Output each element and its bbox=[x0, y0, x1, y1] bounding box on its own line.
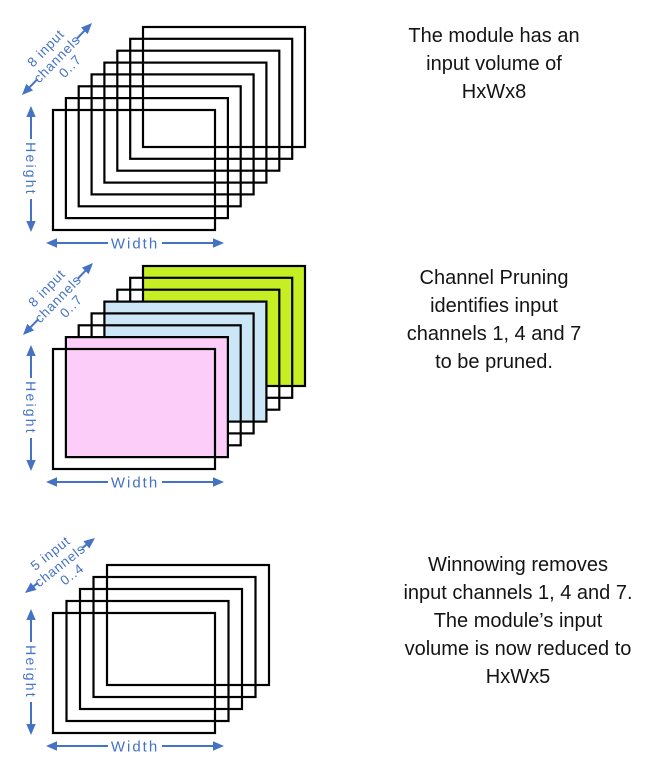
arrowhead bbox=[26, 609, 36, 620]
width-arrow bbox=[46, 238, 224, 248]
channel-4-rect bbox=[105, 563, 271, 687]
arrow-line bbox=[75, 28, 87, 40]
caption-line: identifies input bbox=[430, 295, 558, 317]
arrowhead bbox=[26, 724, 36, 735]
channel-4-rect bbox=[103, 61, 268, 184]
channels-axis-arrow bbox=[22, 23, 92, 95]
channel-3-rect bbox=[92, 575, 257, 699]
width-arrow bbox=[46, 741, 224, 751]
channels-axis-arrow bbox=[25, 538, 95, 593]
arrow-line bbox=[27, 78, 39, 90]
width-arrow bbox=[46, 477, 224, 487]
width-label: Width bbox=[111, 474, 159, 491]
caption-line: input channels 1, 4 and 7. bbox=[403, 582, 633, 604]
width-label: Width bbox=[111, 738, 159, 755]
arrowhead bbox=[46, 238, 57, 248]
arrowhead bbox=[25, 582, 37, 593]
caption-line: The module has an bbox=[408, 25, 580, 47]
height-arrow bbox=[26, 106, 36, 232]
arrowhead bbox=[81, 263, 93, 275]
arrowhead bbox=[83, 538, 95, 549]
caption-line: HxWx8 bbox=[461, 81, 527, 103]
arrowhead bbox=[46, 741, 57, 751]
arrowhead bbox=[26, 221, 36, 232]
arrowhead bbox=[26, 460, 36, 471]
panel-1-caption: The module has an input volume of HxWx8 bbox=[324, 22, 653, 106]
channel-2-rect bbox=[77, 85, 242, 208]
height-arrow bbox=[26, 609, 36, 735]
panel-3-caption: Winnowing removes input channels 1, 4 an… bbox=[348, 551, 653, 691]
caption-line: to be pruned. bbox=[435, 351, 553, 373]
arrowhead bbox=[46, 477, 57, 487]
arrowhead bbox=[26, 106, 36, 117]
channel-3-rect bbox=[90, 73, 255, 196]
channel-1-rect bbox=[64, 96, 230, 220]
arrowhead bbox=[26, 345, 36, 356]
arrow-line bbox=[28, 318, 40, 330]
channel-1-rect bbox=[64, 335, 230, 459]
caption-line: channels 1, 4 and 7 bbox=[406, 323, 582, 345]
arrowhead bbox=[23, 323, 35, 335]
arrow-line bbox=[76, 268, 88, 280]
caption-line: volume is now reduced to bbox=[404, 638, 632, 660]
height-arrow bbox=[26, 345, 36, 471]
arrowhead bbox=[80, 23, 92, 35]
channel-0-rect bbox=[51, 611, 217, 735]
arrowhead bbox=[213, 741, 224, 751]
caption-line: The module’s input bbox=[433, 610, 603, 632]
panel-2-caption: Channel Pruning identifies input channel… bbox=[324, 264, 653, 376]
channel-1-rect bbox=[65, 599, 230, 723]
arrowhead bbox=[213, 238, 224, 248]
channels-axis-arrow bbox=[23, 263, 93, 335]
height-label: Height bbox=[23, 645, 39, 699]
channel-0-rect bbox=[51, 108, 217, 232]
channel-2-rect bbox=[78, 587, 244, 711]
caption-line: Channel Pruning bbox=[419, 267, 569, 289]
width-label: Width bbox=[111, 235, 159, 252]
arrowhead bbox=[213, 477, 224, 487]
arrowhead bbox=[22, 83, 34, 95]
height-label: Height bbox=[23, 142, 39, 196]
height-label: Height bbox=[23, 381, 39, 435]
caption-line: input volume of bbox=[426, 53, 562, 75]
channel-0-rect bbox=[51, 347, 217, 471]
caption-line: Winnowing removes bbox=[427, 554, 609, 576]
caption-line: HxWx5 bbox=[485, 666, 551, 688]
